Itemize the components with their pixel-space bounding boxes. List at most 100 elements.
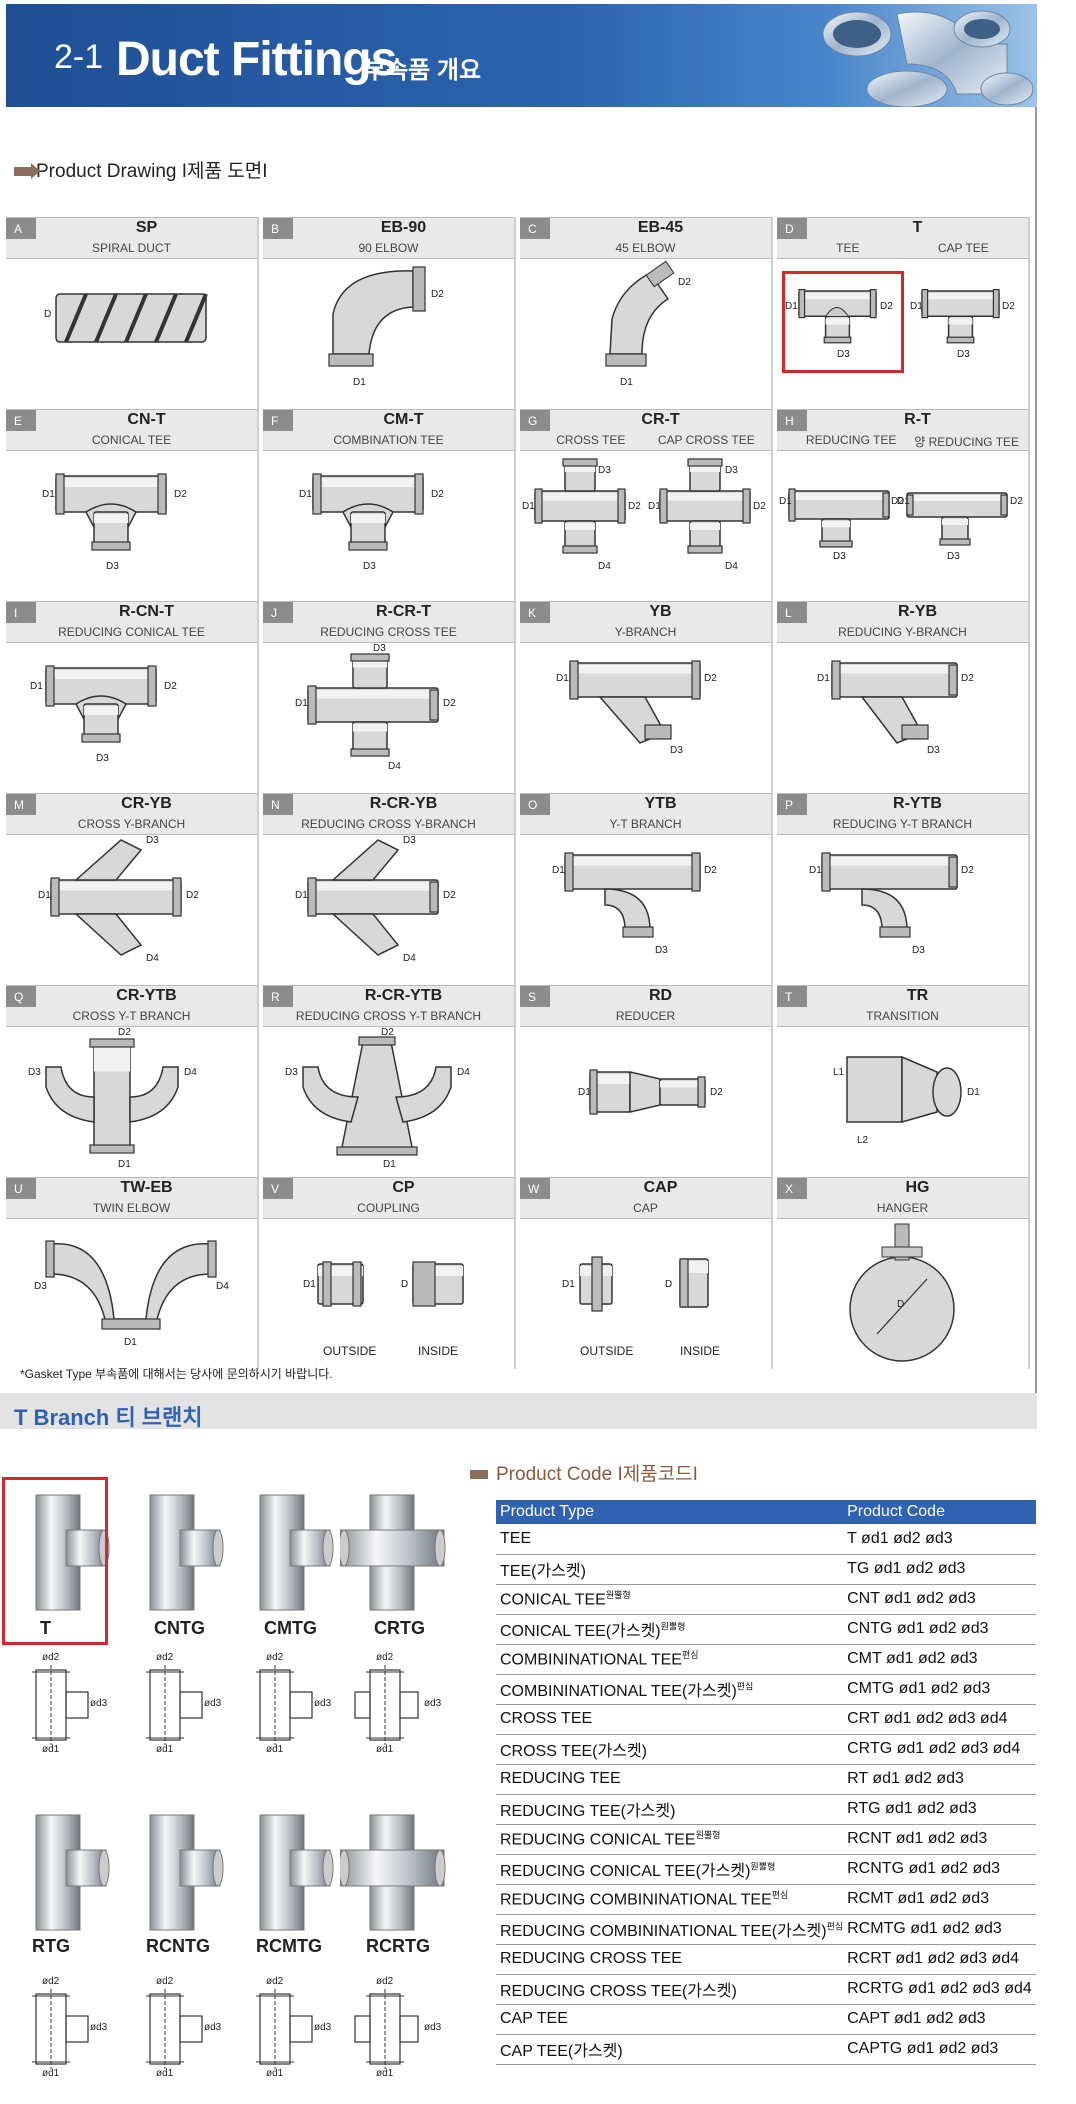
page-title: Duct Fittings [116,33,397,86]
dimension-label: D3 [655,945,668,956]
fitting-letter: J [263,602,293,623]
header-product-type: Product Type [496,1500,844,1524]
table-row: TEE(가스켓)TG ød1 ød2 ød3 [496,1554,1036,1585]
fitting-drawing-svg [589,1069,706,1115]
fitting-subtitle-text: Y-T BRANCH [609,817,682,831]
dimension-label: D1 [620,377,633,388]
dimension-label: ød2 [266,1652,284,1663]
caption-inside: INSIDE [680,1344,721,1358]
fitting-code: HG [905,1179,930,1196]
fitting-drawing: D [6,259,257,409]
dimension-label: D1 [295,698,308,709]
product-code-cell: RCMT ød1 ød2 ød3 [843,1884,1036,1915]
fitting-drawing-svg [307,839,439,956]
product-type-cell: REDUCING TEE(가스켓) [496,1794,844,1825]
product-type-note: 편심 [771,1890,789,1901]
dimension-label: D1 [910,301,923,312]
fitting-letter: C [520,218,550,239]
tee-line-drawing [32,1989,89,2069]
fitting-subtitle-text: CAP [633,1201,658,1215]
product-photo-crtg [340,1494,446,1611]
duct-fittings-photo [822,10,1034,107]
product-label: CRTG [374,1618,425,1638]
dimension-label: D3 [957,349,970,360]
product-label: RCNTG [146,1936,210,1956]
dimension-label: ød2 [42,1652,60,1663]
fitting-subtitle-text: REDUCING TEE [805,433,897,447]
product-type-cell: CONICAL TEE원뿔형 [496,1584,844,1615]
fitting-subtitle: HANGER [777,1201,1028,1215]
page-title-korean: 부속품 개요 [364,57,482,84]
content-frame [6,107,1037,1397]
fitting-drawing: D [777,1219,1028,1369]
fitting-letter: H [777,410,807,431]
dimension-label: D1 [299,489,312,500]
product-label: CMTG [264,1618,317,1638]
tee-line-drawing [256,1665,313,1745]
dimension-label: D4 [598,561,611,572]
dimension-label: ød2 [376,1976,394,1987]
product-type-cell: TEE(가스켓) [496,1554,844,1585]
fitting-subtitle-text: REDUCING CONICAL TEE [58,625,205,639]
dimension-label: D1 [118,1159,131,1170]
fitting-subtitle-text: SPIRAL DUCT [92,241,171,255]
tee-line-drawing [354,1665,419,1745]
fitting-subtitle: SPIRAL DUCT [6,241,257,255]
fitting-code: CR-YTB [116,987,177,1004]
fitting-drawing-svg [798,289,1000,344]
fitting-subtitle: TWIN ELBOW [6,1201,257,1215]
dimension-label: ød1 [376,1744,394,1755]
dimension-label: D3 [106,561,119,572]
dimension-label: ød3 [314,2022,332,2033]
product-type-text: CAP TEE [500,2010,568,2027]
fitting-subtitle: REDUCING Y-BRANCH [777,625,1028,639]
dimension-label: D4 [184,1067,197,1078]
product-type-text: REDUCING CONICAL TEE(가스켓) [500,1863,751,1880]
dimension-label: ød3 [204,2022,222,2033]
dimension-label: D3 [373,643,386,654]
dimension-label: D1 [42,489,55,500]
dimension-label: ød3 [424,1698,442,1709]
fitting-code: R-YB [897,603,938,620]
product-code-cell: CRTG ød1 ød2 ød3 ød4 [843,1734,1036,1765]
fitting-subtitle: CROSS Y-T BRANCH [6,1009,257,1023]
fitting-subtitle-text: REDUCING CROSS TEE [320,625,457,639]
dimension-label: D1 [295,890,308,901]
product-photo-rcntg [149,1814,224,1931]
product-type-text: CROSS TEE [500,1710,593,1727]
product-type-cell: CROSS TEE(가스켓) [496,1734,844,1765]
fitting-code: R-CR-YB [369,795,438,812]
fitting-subtitle: CROSS Y-BRANCH [6,817,257,831]
product-type-cell: CONICAL TEE(가스켓)원뿔형 [496,1614,844,1645]
dimension-label: D3 [96,753,109,764]
product-photo-rtg [35,1814,110,1931]
dimension-label: D2 [186,890,199,901]
dimension-label: D [897,1299,905,1310]
product-code-cell: RTG ød1 ød2 ød3 [843,1794,1036,1825]
fitting-subtitle: Y-BRANCH [520,625,771,639]
dimension-label: D2 [678,277,691,288]
